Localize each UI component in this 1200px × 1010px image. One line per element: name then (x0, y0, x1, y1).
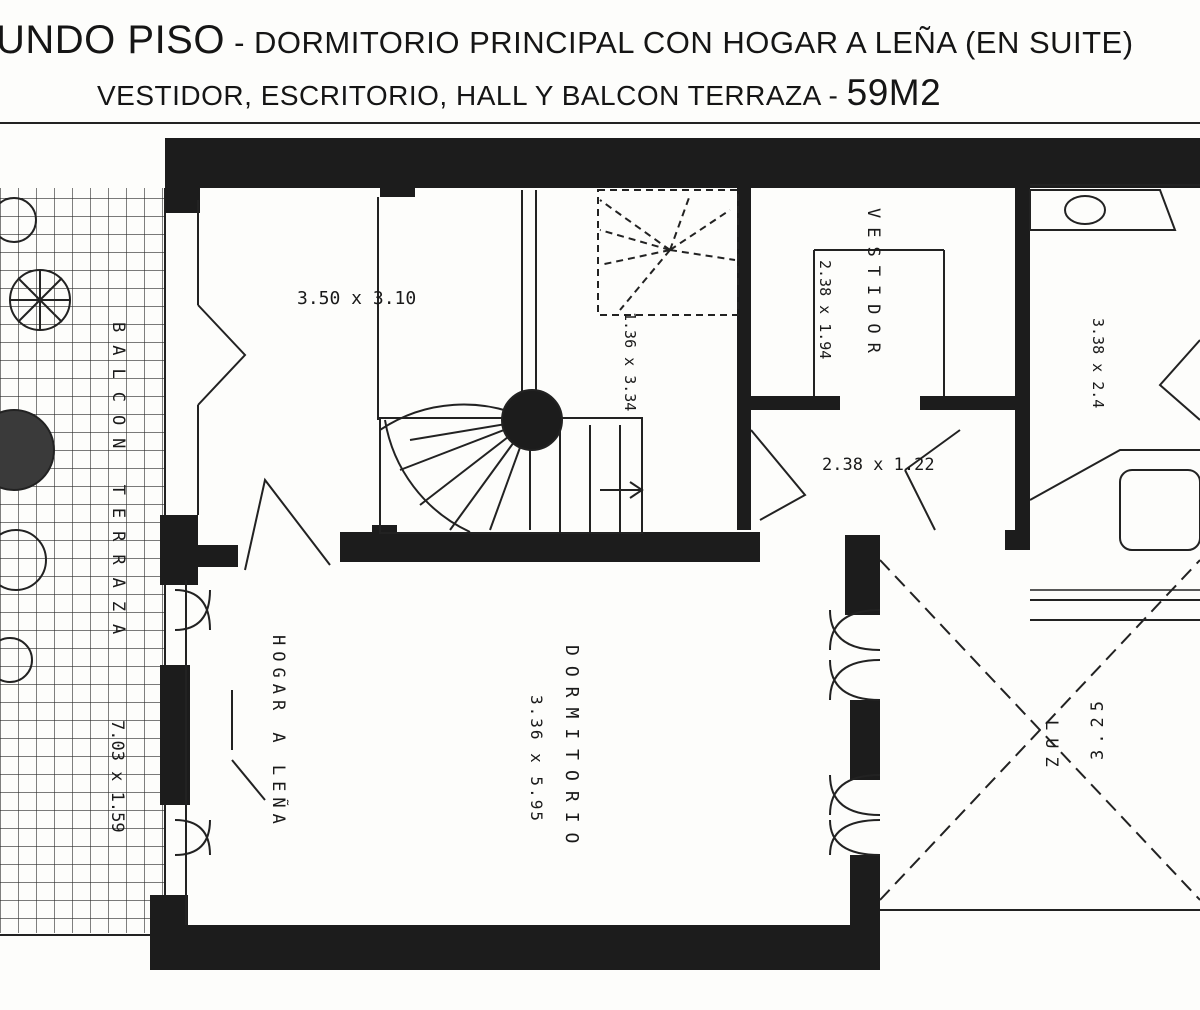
escritorio-dimensions: 3.50 x 3.10 (297, 288, 416, 309)
plan-title-line-2: VESTIDOR, ESCRITORIO, HALL Y BALCON TERR… (97, 72, 941, 114)
suite-description: DORMITORIO PRINCIPAL CON HOGAR A LEÑA (E… (254, 25, 1134, 60)
balcon-name: BALCON TERRAZA (108, 322, 128, 647)
vestidor-name: VESTIDOR (863, 208, 883, 362)
total-area: 59M2 (846, 72, 942, 113)
vestidor-bottom-left (750, 396, 840, 410)
title-dash-1: - (224, 25, 255, 60)
bottom-left-pier (150, 895, 188, 940)
vestidor-bottom-right (920, 396, 1020, 410)
top-left-pier (165, 138, 200, 213)
vestidor-right-wall (1015, 185, 1030, 550)
plan-title-line-1: UNDO PISO - DORMITORIO PRINCIPAL CON HOG… (0, 18, 1134, 63)
floor-label: UNDO PISO (0, 18, 225, 62)
dorm-right-pier-mid (850, 700, 880, 780)
dorm-right-pier-low (850, 855, 880, 935)
light-well (879, 559, 1200, 901)
bano-dimensions: 3.38 x 2.4 (1089, 318, 1107, 408)
rooms-list: VESTIDOR, ESCRITORIO, HALL Y BALCON TERR… (97, 80, 821, 111)
top-wall (165, 138, 1200, 188)
left-pier-upper (160, 515, 198, 585)
stair-right-wall (737, 185, 751, 530)
spiral-staircase (379, 189, 739, 534)
stair-column (501, 389, 563, 451)
vestidor-dimensions: 2.38 x 1.94 (816, 260, 834, 359)
dormitorio-dimensions: 3.36 x 5.95 (527, 695, 546, 823)
bottom-wall (150, 925, 880, 970)
dormitorio-name: DORMITORIO (561, 645, 582, 853)
left-pier-stub (198, 545, 238, 567)
luz-label: LUZ (1041, 720, 1061, 775)
luz-dimensions: 3.25 (1088, 695, 1108, 760)
hall-dimensions: 2.38 x 1.22 (822, 455, 935, 475)
partitions (185, 184, 1200, 925)
title-dash-2: - (820, 80, 847, 111)
stair-dimensions: 1.36 x 3.34 (621, 312, 639, 411)
plants-decoration (0, 197, 71, 683)
dorm-top-wall (340, 532, 760, 562)
balcon-dimensions: 7.03 x 1.59 (107, 720, 127, 833)
doors (174, 189, 1200, 856)
walls (150, 138, 1200, 970)
hogar-label: HOGAR A LEÑA (268, 635, 290, 830)
dorm-right-pier-top (845, 535, 880, 615)
